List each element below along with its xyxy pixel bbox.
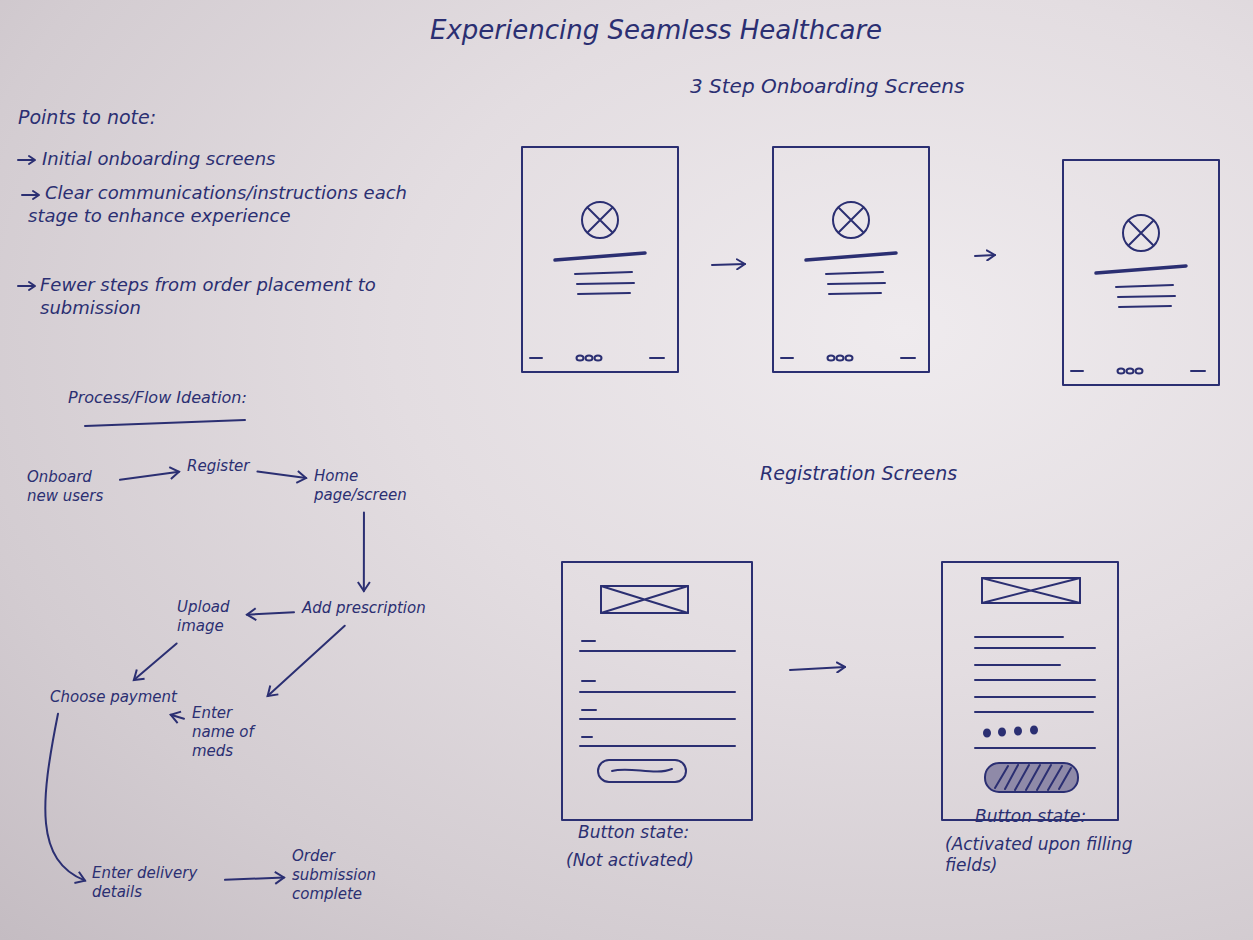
sheet-title: Experiencing Seamless Healthcare — [430, 14, 882, 47]
flow-step: Enter name of meds — [190, 702, 266, 762]
step-text: Add prescription — [302, 599, 426, 618]
sketch-stroke — [985, 763, 1078, 792]
flow-step: Order submission complete — [290, 845, 392, 905]
flow-arrow — [363, 513, 365, 592]
sketch-stroke — [580, 641, 735, 651]
sketch-stroke — [712, 264, 745, 265]
step-text: Enter name of meds — [192, 704, 264, 760]
step-text: Home page/screen — [314, 467, 414, 505]
flow-step: Add prescription — [300, 597, 428, 620]
section-heading: 3 Step Onboarding Screens — [690, 74, 964, 99]
sketch-stroke — [580, 737, 735, 746]
flow-step: Enter delivery details — [90, 862, 219, 904]
sketch-stroke — [1031, 727, 1037, 734]
sketch-stroke — [975, 255, 995, 256]
sketch-stroke — [601, 586, 688, 613]
flow-step: Home page/screen — [312, 465, 416, 507]
sketch-stroke — [984, 730, 990, 737]
note-item: Fewer steps from order placement to subm… — [40, 274, 380, 319]
sketch-stroke — [975, 697, 1095, 712]
flow-arrow — [257, 472, 306, 478]
step-text: Enter delivery details — [92, 864, 217, 902]
sketch-stroke — [612, 769, 672, 772]
flow-arrow — [171, 715, 184, 719]
flow-step: Upload image — [175, 596, 241, 638]
state-caption: (Activated upon filling fields) — [945, 834, 1180, 877]
sketch-stroke — [598, 760, 686, 782]
sketch-stroke — [1015, 728, 1021, 735]
step-text: Onboard new users — [27, 468, 112, 506]
sketch-stroke — [999, 729, 1005, 736]
registration-screen-active — [942, 562, 1118, 820]
flow-step: Choose payment — [48, 686, 179, 709]
step-text: Choose payment — [50, 688, 177, 707]
sketch-stroke — [22, 191, 39, 199]
sketch-stroke — [1063, 160, 1219, 385]
sketch-stroke — [580, 710, 735, 719]
step-text: Order submission complete — [292, 847, 390, 903]
sketch-stroke — [18, 156, 35, 164]
flow-step: Onboard new users — [25, 466, 114, 508]
sketch-stroke — [975, 665, 1095, 680]
notes-heading: Points to note: — [18, 106, 156, 130]
note-item: Clear communications/instructions each s… — [28, 182, 418, 227]
step-text: Upload image — [177, 598, 239, 636]
sketch-stroke — [975, 637, 1095, 648]
flow-step: Register — [185, 455, 251, 478]
flow-arrow — [45, 714, 85, 881]
sketch-stroke — [995, 765, 1071, 790]
sketch-stroke — [942, 562, 1118, 820]
flow-arrow — [225, 877, 284, 879]
registration-screen-inactive — [562, 562, 752, 820]
heading-underline — [85, 420, 245, 426]
flow-arrow — [134, 644, 177, 681]
sketch-stroke — [522, 147, 678, 372]
screen-arrow — [790, 667, 845, 670]
sketch-stroke — [773, 147, 929, 372]
sketch-stroke — [580, 681, 735, 692]
sketch-stroke — [601, 586, 688, 613]
sketch-stroke — [982, 578, 1080, 603]
sketch-stroke — [562, 562, 752, 820]
state-caption: (Not activated) — [566, 850, 694, 871]
flow-arrow — [268, 626, 345, 696]
state-caption: Button state: — [975, 806, 1086, 827]
state-caption: Button state: — [578, 822, 689, 843]
flow-arrow — [247, 612, 294, 615]
flow-arrow — [120, 472, 179, 480]
sketch-stroke — [18, 282, 35, 290]
note-item: Initial onboarding screens — [42, 148, 275, 171]
step-text: Register — [187, 457, 249, 476]
onboarding-screens — [522, 147, 1219, 385]
sketch-stroke — [982, 578, 1080, 603]
sketch-stroke — [975, 747, 1095, 749]
section-heading: Registration Screens — [760, 462, 957, 486]
section-heading: Process/Flow Ideation: — [68, 388, 247, 408]
